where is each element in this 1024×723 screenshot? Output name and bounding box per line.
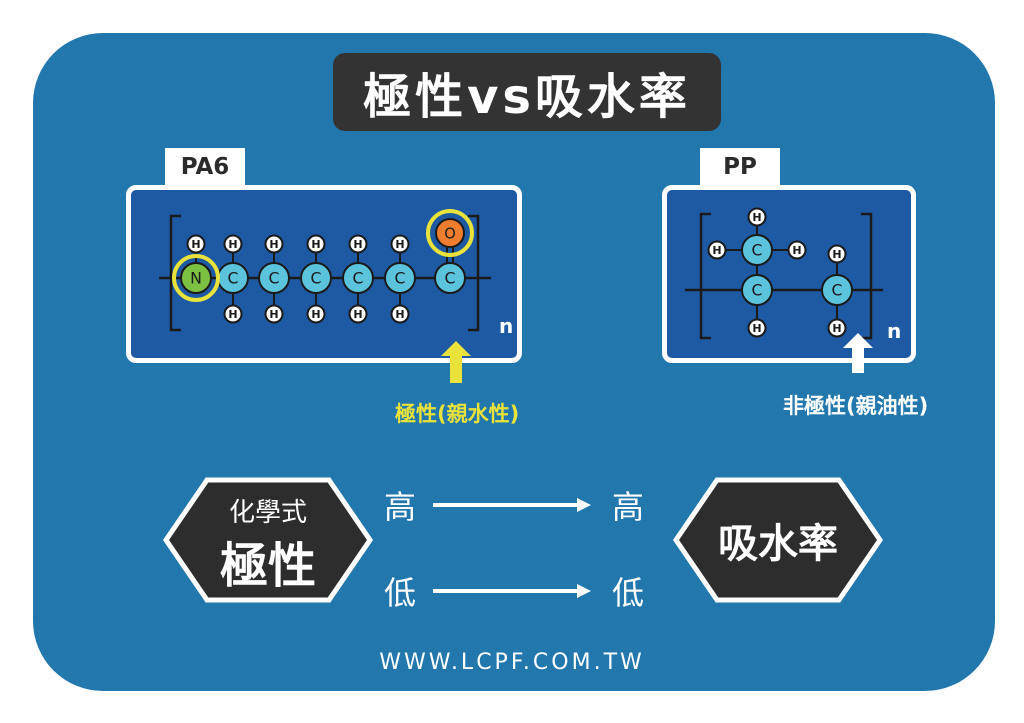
- carbon-atom-label: C: [832, 281, 843, 300]
- low-arrow: [433, 584, 591, 598]
- hydrogen-atom-label: H: [191, 238, 200, 251]
- nitrogen-atom: [180, 262, 212, 294]
- hydrogen-atom-label: H: [832, 322, 841, 335]
- hydrogen-atom-label: H: [353, 238, 362, 251]
- hydrogen-atom: [264, 304, 284, 324]
- oxygen-highlight-ring: [426, 209, 474, 257]
- hydrogen-atom: [390, 304, 410, 324]
- hydrogen-atom-label: H: [752, 211, 761, 224]
- hydrogen-atom-label: H: [395, 238, 404, 251]
- carbon-atom: [821, 274, 853, 306]
- repeat-bracket: [468, 214, 480, 332]
- carbon-atom: [258, 262, 290, 294]
- carbon-atom: [434, 262, 466, 294]
- carbon-atom-label: C: [752, 281, 763, 300]
- carbon-atom: [342, 262, 374, 294]
- hydrogen-atom: [747, 318, 767, 338]
- high-absorption: 高: [612, 488, 645, 526]
- carbon-atom: [384, 262, 416, 294]
- hydrogen-atom-label: H: [228, 238, 237, 251]
- hydrogen-atom-label: H: [832, 248, 841, 261]
- pa6-label: PA6: [165, 148, 245, 186]
- pa6-repeat-n: n: [499, 314, 513, 338]
- pa6-arrow-up: [441, 341, 471, 383]
- hydrogen-atom-label: H: [792, 244, 801, 257]
- pp-molecule: H H H H H H C C Cn: [685, 207, 901, 343]
- website-url: WWW.LCPF.COM.TW: [379, 650, 645, 675]
- high-polarity: 高: [384, 488, 417, 526]
- page-title: 極性vs吸水率: [333, 53, 721, 131]
- pa6-polarity-note: 極性(親水性): [395, 402, 520, 426]
- hexagon-title: 極性: [219, 538, 316, 594]
- carbon-atom: [300, 262, 332, 294]
- repeat-bracket: [169, 214, 181, 332]
- hydrogen-atom-label: H: [311, 308, 320, 321]
- absorption-hexagon: [672, 477, 884, 603]
- carbon-atom-label: C: [445, 269, 456, 288]
- pp-polarity-note: 非極性(親油性): [783, 394, 929, 418]
- carbon-atom-label: C: [269, 269, 280, 288]
- hydrogen-atom: [390, 234, 410, 254]
- hydrogen-atom-label: H: [395, 308, 404, 321]
- carbon-atom-label: C: [752, 241, 763, 260]
- pa6-molecule: H H H H H H H H H H H N C C C C C C On: [159, 209, 513, 338]
- hydrogen-atom-label: H: [752, 322, 761, 335]
- carbon-atom-label: C: [228, 269, 239, 288]
- absorption-title: 吸水率: [718, 521, 838, 567]
- pp-label: PP: [700, 148, 780, 186]
- hydrogen-atom: [827, 318, 847, 338]
- repeat-bracket: [861, 212, 873, 340]
- hexagon-subtitle: 化學式: [228, 498, 307, 528]
- hydrogen-atom: [186, 234, 206, 254]
- hydrogen-atom: [306, 234, 326, 254]
- hydrogen-atom-label: H: [228, 308, 237, 321]
- hydrogen-atom: [264, 234, 284, 254]
- hydrogen-atom-label: H: [269, 238, 278, 251]
- hydrogen-atom: [348, 234, 368, 254]
- polarity-hexagon: [162, 477, 374, 603]
- pp-repeat-n: n: [887, 319, 901, 343]
- high-arrow: [433, 498, 591, 512]
- hydrogen-atom: [747, 207, 767, 227]
- carbon-atom-label: C: [395, 269, 406, 288]
- nitrogen-highlight-ring: [172, 254, 220, 302]
- hydrogen-atom-label: H: [311, 238, 320, 251]
- hydrogen-atom-label: H: [712, 244, 721, 257]
- hydrogen-atom-label: H: [353, 308, 362, 321]
- oxygen-atom: [435, 218, 465, 248]
- hydrogen-atom: [787, 240, 807, 260]
- hydrogen-atom: [306, 304, 326, 324]
- low-polarity: 低: [384, 574, 417, 612]
- hydrogen-atom: [348, 304, 368, 324]
- oxygen-atom-label: O: [444, 225, 456, 242]
- hydrogen-atom: [707, 240, 727, 260]
- hydrogen-atom: [827, 244, 847, 264]
- repeat-bracket: [699, 212, 711, 340]
- carbon-atom: [741, 274, 773, 306]
- carbon-atom-label: C: [353, 269, 364, 288]
- nitrogen-atom-label: N: [190, 269, 202, 288]
- hydrogen-atom: [223, 304, 243, 324]
- hydrogen-atom: [223, 234, 243, 254]
- carbon-atom-label: C: [311, 269, 322, 288]
- pp-arrow-up: [843, 333, 873, 373]
- carbon-atom: [741, 234, 773, 266]
- hydrogen-atom-label: H: [269, 308, 278, 321]
- low-absorption: 低: [612, 574, 645, 612]
